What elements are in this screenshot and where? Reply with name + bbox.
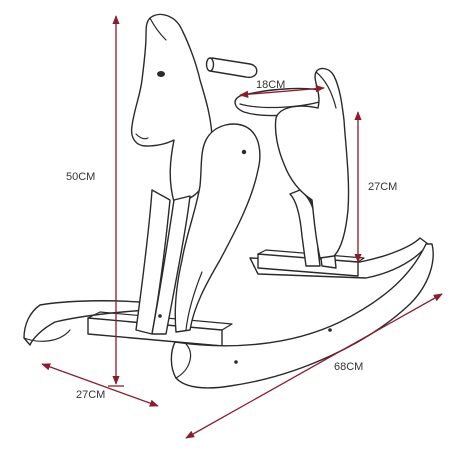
dimension-base-width: 27CM	[41, 363, 159, 407]
dimension-label-base-width: 27CM	[76, 389, 105, 401]
rear-side-panel	[274, 67, 350, 259]
dimension-seat-width: 18CM	[239, 79, 325, 98]
dimension-label-rocker-length: 68CM	[334, 361, 363, 373]
dimension-label-height-total: 50CM	[66, 171, 95, 183]
handle-bar	[205, 57, 258, 79]
dimension-label-seat-width: 18CM	[256, 79, 285, 91]
dimension-seat-height: 27CM	[354, 111, 397, 263]
front-leg-right	[151, 195, 191, 335]
horse-head-body	[130, 13, 213, 203]
dimension-rocker-length: 68CM	[185, 293, 443, 439]
dimension-label-seat-height: 27CM	[368, 181, 397, 193]
